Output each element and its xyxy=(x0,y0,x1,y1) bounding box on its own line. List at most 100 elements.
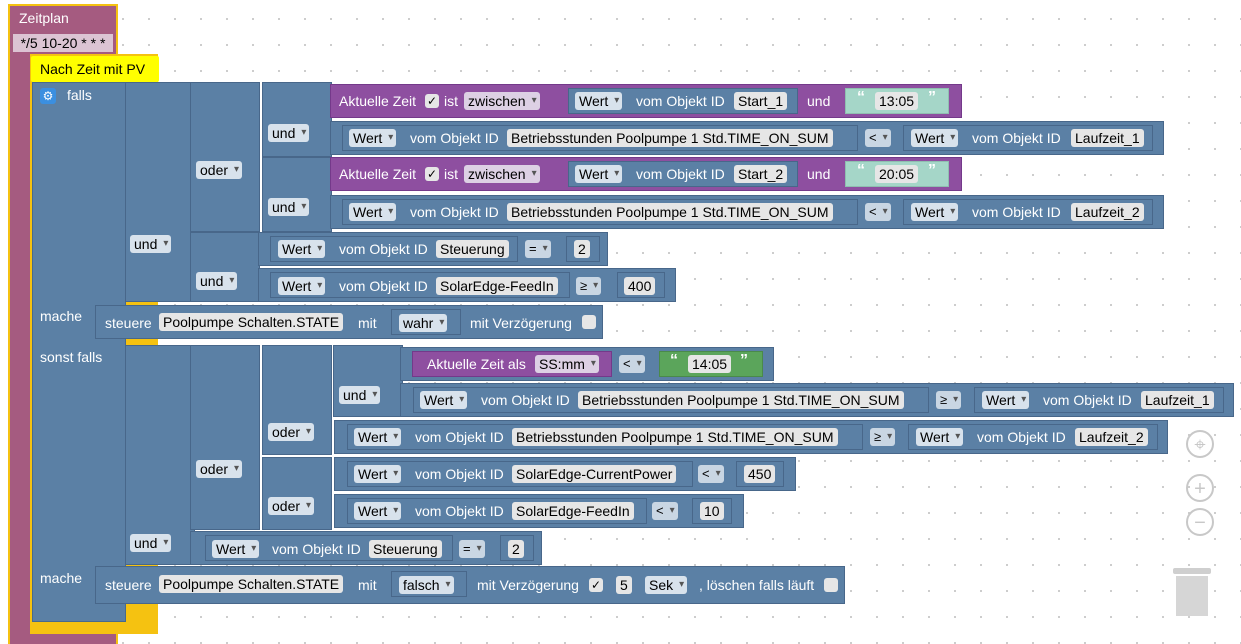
object-field[interactable]: Betriebsstunden Poolpumpe 1 Std.TIME_ON_… xyxy=(507,129,833,147)
bool-dropdown[interactable]: falsch xyxy=(399,576,454,594)
and-label: und xyxy=(807,166,831,182)
or-operator-dropdown[interactable]: oder xyxy=(268,423,315,441)
function-name[interactable]: Nach Zeit mit PV xyxy=(31,56,159,82)
and-block[interactable] xyxy=(125,345,195,565)
compare-operator-dropdown[interactable]: < xyxy=(652,502,678,520)
object-field[interactable]: Start_2 xyxy=(734,165,788,183)
object-id-label: vom Objekt ID xyxy=(972,130,1061,146)
unit-dropdown[interactable]: Sek xyxy=(645,576,688,594)
object-field[interactable]: Betriebsstunden Poolpumpe 1 Std.TIME_ON_… xyxy=(512,428,838,446)
zoom-out-icon[interactable]: − xyxy=(1186,508,1214,536)
with-label: mit xyxy=(358,577,377,593)
object-field[interactable]: Betriebsstunden Poolpumpe 1 Std.TIME_ON_… xyxy=(578,391,904,409)
number-field[interactable]: 2 xyxy=(574,240,590,258)
time-text-field[interactable]: 13:05 xyxy=(875,92,919,110)
time-text-field[interactable]: 14:05 xyxy=(688,355,732,373)
object-id-label: vom Objekt ID xyxy=(636,93,725,109)
and-operator-dropdown[interactable]: und xyxy=(130,235,172,253)
and-block[interactable] xyxy=(333,345,403,417)
between-dropdown[interactable]: zwischen xyxy=(464,165,540,183)
clear-running-checkbox[interactable] xyxy=(824,578,838,592)
object-field[interactable]: Poolpumpe Schalten.STATE xyxy=(159,575,344,593)
object-field[interactable]: SolarEdge-FeedIn xyxy=(436,277,558,295)
or-operator-dropdown[interactable]: oder xyxy=(196,460,243,478)
delay-checkbox[interactable]: ✓ xyxy=(589,578,603,592)
value-dropdown[interactable]: Wert xyxy=(349,129,397,147)
compare-operator-dropdown[interactable]: < xyxy=(865,203,891,221)
compare-operator-dropdown[interactable]: ≥ xyxy=(870,428,896,446)
or-operator-dropdown[interactable]: oder xyxy=(268,497,315,515)
compare-operator-dropdown[interactable]: = xyxy=(525,240,551,258)
compare-operator-dropdown[interactable]: = xyxy=(459,540,485,558)
compare-operator-dropdown[interactable]: < xyxy=(698,465,724,483)
delay-field[interactable]: 5 xyxy=(616,576,632,594)
object-field[interactable]: Betriebsstunden Poolpumpe 1 Std.TIME_ON_… xyxy=(507,203,833,221)
compare-operator-dropdown[interactable]: ≥ xyxy=(936,391,962,409)
value-dropdown[interactable]: Wert xyxy=(354,465,402,483)
object-field[interactable]: Steuerung xyxy=(436,240,509,258)
object-id-label: vom Objekt ID xyxy=(481,392,570,408)
value-dropdown[interactable]: Wert xyxy=(916,428,964,446)
check-icon[interactable]: ✓ xyxy=(425,94,439,108)
and-block[interactable] xyxy=(262,82,332,157)
object-field[interactable]: SolarEdge-CurrentPower xyxy=(512,465,677,483)
number-field[interactable]: 2 xyxy=(508,540,524,558)
object-field[interactable]: Steuerung xyxy=(369,540,442,558)
object-field[interactable]: Start_1 xyxy=(734,92,788,110)
object-field[interactable]: Laufzeit_2 xyxy=(1071,203,1144,221)
value-dropdown[interactable]: Wert xyxy=(278,240,326,258)
and-operator-dropdown[interactable]: und xyxy=(196,272,238,290)
compare-operator-dropdown[interactable]: < xyxy=(619,355,645,373)
delay-label: mit Verzögerung xyxy=(470,315,572,331)
time-format-dropdown[interactable]: SS:mm xyxy=(535,355,599,373)
if-block[interactable] xyxy=(32,82,126,622)
value-dropdown[interactable]: Wert xyxy=(354,502,402,520)
object-field[interactable]: Laufzeit_1 xyxy=(1071,129,1144,147)
value-dropdown[interactable]: Wert xyxy=(911,203,959,221)
compare-operator-dropdown[interactable]: ≥ xyxy=(576,277,602,295)
compare-operator-dropdown[interactable]: < xyxy=(865,129,891,147)
object-field[interactable]: Poolpumpe Schalten.STATE xyxy=(159,313,344,331)
value-dropdown[interactable]: Wert xyxy=(278,277,326,295)
object-id-label: vom Objekt ID xyxy=(272,541,361,557)
object-field[interactable]: Laufzeit_1 xyxy=(1141,391,1214,409)
time-text-field[interactable]: 20:05 xyxy=(875,165,919,183)
cron-field[interactable]: */5 10-20 * * * xyxy=(13,34,113,52)
number-field[interactable]: 400 xyxy=(624,277,656,295)
value-dropdown[interactable]: Wert xyxy=(212,540,260,558)
trash-lid xyxy=(1173,568,1211,574)
zoom-in-icon[interactable]: + xyxy=(1186,474,1214,502)
number-field[interactable]: 450 xyxy=(744,465,776,483)
object-field[interactable]: SolarEdge-FeedIn xyxy=(512,502,634,520)
trash-icon[interactable] xyxy=(1173,568,1211,616)
and-operator-dropdown[interactable]: und xyxy=(268,198,310,216)
value-dropdown[interactable]: Wert xyxy=(420,391,468,409)
or-block[interactable] xyxy=(190,82,260,232)
and-operator-dropdown[interactable]: und xyxy=(130,534,172,552)
or-block[interactable] xyxy=(190,345,260,530)
time-as-label: Aktuelle Zeit als xyxy=(427,356,526,372)
value-dropdown[interactable]: Wert xyxy=(575,92,623,110)
number-field[interactable]: 10 xyxy=(700,502,724,520)
and-block[interactable] xyxy=(190,232,260,302)
between-dropdown[interactable]: zwischen xyxy=(464,92,540,110)
recenter-icon[interactable]: ⌖ xyxy=(1186,430,1214,458)
or-operator-dropdown[interactable]: oder xyxy=(196,161,243,179)
and-block[interactable] xyxy=(125,82,195,302)
value-dropdown[interactable]: Wert xyxy=(354,428,402,446)
and-block[interactable] xyxy=(262,157,332,232)
delay-checkbox[interactable] xyxy=(582,315,596,329)
value-dropdown[interactable]: Wert xyxy=(575,165,623,183)
value-dropdown[interactable]: Wert xyxy=(982,391,1030,409)
and-operator-dropdown[interactable]: und xyxy=(339,386,381,404)
bool-dropdown[interactable]: wahr xyxy=(399,314,448,332)
object-field[interactable]: Laufzeit_2 xyxy=(1075,428,1148,446)
gear-icon[interactable]: ⚙ xyxy=(40,88,56,104)
value-dropdown[interactable]: Wert xyxy=(911,129,959,147)
value-dropdown[interactable]: Wert xyxy=(349,203,397,221)
or-block[interactable] xyxy=(262,457,332,530)
object-id-label: vom Objekt ID xyxy=(410,204,499,220)
check-icon[interactable]: ✓ xyxy=(425,167,439,181)
and-operator-dropdown[interactable]: und xyxy=(268,124,310,142)
object-id-label: vom Objekt ID xyxy=(977,429,1066,445)
